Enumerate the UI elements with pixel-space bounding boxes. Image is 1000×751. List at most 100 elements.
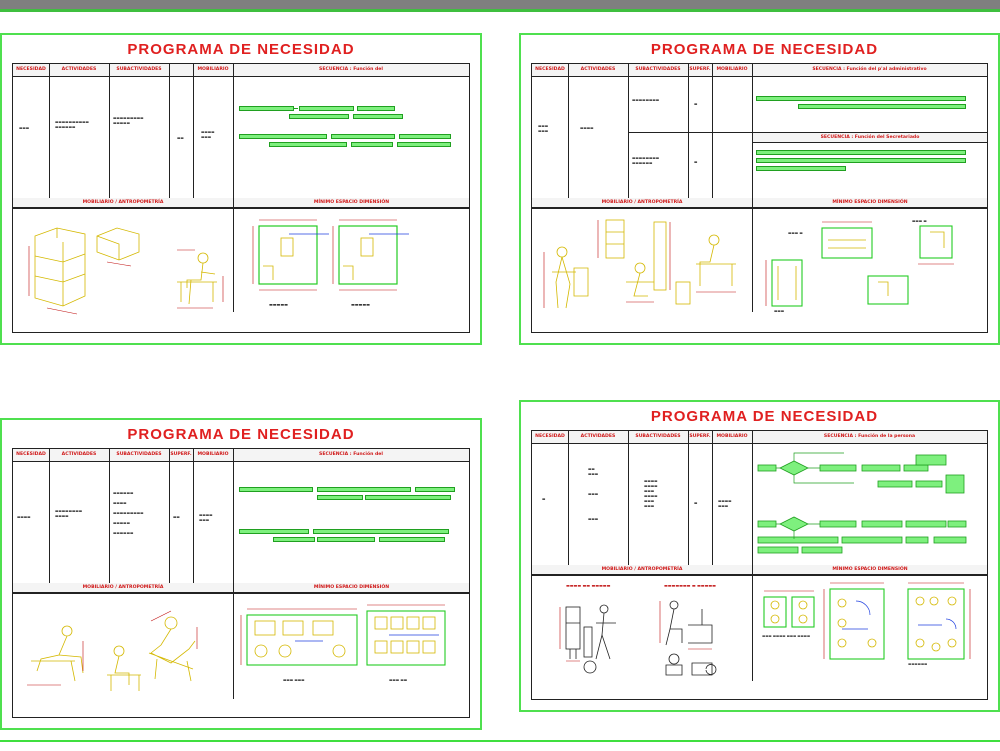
flow-box (317, 487, 411, 492)
bathroom-anthropometry-drawing: ▬▬▬▬ ▬▬ ▬▬▬▬▬ ▬▬▬▬▬▬▬ ▬ ▬▬▬▬▬ (559, 583, 717, 676)
program-table: NECESIDAD ACTIVIDADES SUBACTIVIDADES MOB… (12, 63, 470, 333)
table-header: NECESIDAD ACTIVIDADES SUBACTIVIDADES SUP… (532, 431, 987, 444)
cell-text: ▬▬▬▬▬▬▬▬ (632, 98, 660, 102)
svg-text:▬▬▬▬▬▬: ▬▬▬▬▬▬ (908, 662, 927, 666)
cell-text: ▬▬▬▬▬▬▬▬▬▬▬ (588, 467, 599, 521)
cell-text: ▬▬▬▬▬▬▬ (718, 499, 732, 508)
flow-box (317, 537, 375, 542)
flow-box (357, 106, 395, 111)
flow-box (273, 537, 315, 542)
svg-text:▬▬▬▬▬: ▬▬▬▬▬ (351, 302, 370, 307)
flow-box (798, 104, 966, 109)
min-space-label: MÍNIMO ESPACIO DIMENSIÓN (753, 565, 987, 575)
svg-text:▬▬▬ ▬: ▬▬▬ ▬ (788, 231, 803, 235)
sheet-title: PROGRAMA DE NECESIDAD (127, 41, 355, 58)
header-mobiliario: MOBILIARIO (716, 67, 748, 72)
header-mobiliario: MOBILIARIO (197, 67, 229, 72)
anthropometry-label: MOBILIARIO / ANTROPOMETRÍA (13, 583, 233, 593)
flow-box (756, 96, 966, 101)
cell-text: ▬ (694, 160, 698, 164)
cell-text: ▬▬▬▬▬▬ (538, 124, 549, 133)
flow-box (317, 495, 363, 500)
flow-box (365, 495, 451, 500)
cell-text: ▬▬▬▬▬▬▬▬▬▬▬▬▬▬▬▬▬▬▬▬▬▬▬▬▬▬▬▬▬▬ (113, 491, 144, 535)
min-space-label: MÍNIMO ESPACIO DIMENSIÓN (753, 198, 987, 208)
header-superficie: SUPERF. (689, 67, 711, 72)
cell-text: ▬▬▬ (19, 126, 30, 130)
flow-box (269, 142, 347, 147)
cell-text: ▬▬▬▬▬▬▬▬▬▬▬▬▬▬▬▬▬▬▬▬▬ (644, 479, 658, 508)
header-subactividades: SUBACTIVIDADES (116, 67, 162, 72)
table-header: NECESIDAD ACTIVIDADES SUBACTIVIDADES SUP… (532, 64, 987, 77)
cell-text: ▬▬▬▬ (580, 126, 594, 130)
flow-box (351, 142, 393, 147)
flow-box (379, 537, 445, 542)
table-header: NECESIDAD ACTIVIDADES SUBACTIVIDADES SUP… (13, 449, 469, 462)
header-superficie: SUPERF. (689, 434, 711, 439)
svg-text:▬▬▬▬ ▬▬ ▬▬▬▬▬: ▬▬▬▬ ▬▬ ▬▬▬▬▬ (566, 583, 611, 588)
anthropometry-label: MOBILIARIO / ANTROPOMETRÍA (532, 565, 752, 575)
svg-text:▬▬▬▬▬: ▬▬▬▬▬ (269, 302, 288, 307)
flow-box (313, 529, 449, 534)
svg-text:▬▬▬ ▬▬: ▬▬▬ ▬▬ (389, 678, 408, 682)
flow-box (415, 487, 455, 492)
meeting-room-plans-drawing: ▬▬▬ ▬▬▬ ▬▬▬ ▬▬ (240, 604, 446, 682)
sheet-2[interactable]: PROGRAMA DE NECESIDAD NECESIDAD ACTIVIDA… (519, 33, 1000, 345)
svg-text:▬▬▬: ▬▬▬ (774, 309, 785, 313)
flow-box (399, 134, 451, 139)
bottom-frame-line (0, 740, 1000, 742)
cell-text: ▬▬▬▬▬▬▬ (201, 130, 215, 139)
program-table: NECESIDAD ACTIVIDADES SUBACTIVIDADES SUP… (531, 430, 988, 700)
header-necesidad: NECESIDAD (16, 67, 46, 72)
min-space-label: MÍNIMO ESPACIO DIMENSIÓN (234, 583, 469, 593)
cell-text: ▬ (694, 501, 698, 505)
header-actividades: ACTIVIDADES (61, 67, 97, 72)
flow-box (353, 114, 403, 119)
floor-plan-drawing: ▬▬▬▬▬ ▬▬▬▬▬ (252, 219, 409, 307)
header-mobiliario: MOBILIARIO (716, 434, 748, 439)
svg-text:▬▬▬ ▬▬▬▬ ▬▬▬ ▬▬▬▬: ▬▬▬ ▬▬▬▬ ▬▬▬ ▬▬▬▬ (762, 634, 810, 638)
sheet-title: PROGRAMA DE NECESIDAD (650, 41, 879, 58)
header-actividades: ACTIVIDADES (580, 67, 616, 72)
header-necesidad: NECESIDAD (535, 434, 565, 439)
sheet-4[interactable]: PROGRAMA DE NECESIDAD NECESIDAD ACTIVIDA… (519, 400, 1000, 712)
anthropometry-label: MOBILIARIO / ANTROPOMETRÍA (532, 198, 752, 208)
header-superficie (169, 64, 193, 76)
header-subactividades: SUBACTIVIDADES (116, 452, 162, 457)
flow-box (756, 158, 966, 163)
cabinet-drawing (28, 227, 224, 315)
cell-text: ▬ (542, 497, 546, 501)
header-secuencia: SECUENCIA : Función del (319, 67, 383, 72)
header-necesidad: NECESIDAD (16, 452, 46, 457)
sheet-3[interactable]: PROGRAMA DE NECESIDAD NECESIDAD ACTIVIDA… (0, 418, 482, 730)
cell-text: ▬▬ (177, 136, 184, 140)
program-table: NECESIDAD ACTIVIDADES SUBACTIVIDADES SUP… (531, 63, 988, 333)
header-secuencia: SECUENCIA : Función del (319, 452, 383, 457)
bathroom-plans-drawing: ▬▬▬ ▬▬▬▬ ▬▬▬ ▬▬▬▬ ▬▬▬▬▬▬ (762, 582, 971, 666)
flow-box (239, 529, 309, 534)
flow-box (756, 150, 966, 155)
cell-text: ▬▬▬▬▬▬▬▬▬▬▬▬▬▬ (632, 156, 660, 165)
sheet-1[interactable]: PROGRAMA DE NECESIDAD NECESIDAD ACTIVIDA… (0, 33, 482, 345)
sheet-title: PROGRAMA DE NECESIDAD (650, 408, 879, 425)
top-toolbar-strip (0, 0, 1000, 12)
header-superficie: SUPERF. (170, 452, 192, 457)
header-mobiliario: MOBILIARIO (197, 452, 229, 457)
program-table: NECESIDAD ACTIVIDADES SUBACTIVIDADES SUP… (12, 448, 470, 718)
flow-box (239, 134, 327, 139)
header-necesidad: NECESIDAD (535, 67, 565, 72)
table-header: NECESIDAD ACTIVIDADES SUBACTIVIDADES MOB… (13, 64, 469, 77)
cell-text: ▬▬▬▬ (17, 515, 31, 519)
cell-text: ▬▬▬▬▬▬▬ (199, 513, 213, 522)
header-actividades: ACTIVIDADES (61, 452, 97, 457)
flow-box (289, 114, 349, 119)
cell-text: ▬▬▬▬▬▬▬▬▬▬▬▬ (55, 509, 83, 518)
header-actividades: ACTIVIDADES (580, 434, 616, 439)
anthropometry-label: MOBILIARIO / ANTROPOMETRÍA (13, 198, 233, 208)
personal-function-flowchart (757, 452, 967, 554)
cell-text: ▬▬▬▬▬▬▬▬▬▬▬▬▬▬ (113, 116, 144, 125)
cell-text: ▬▬ (173, 515, 180, 519)
svg-text:▬▬▬ ▬: ▬▬▬ ▬ (912, 219, 927, 223)
secretary-sequence-label: SECUENCIA : Función del Secretariado (753, 133, 987, 143)
flow-box (239, 487, 313, 492)
